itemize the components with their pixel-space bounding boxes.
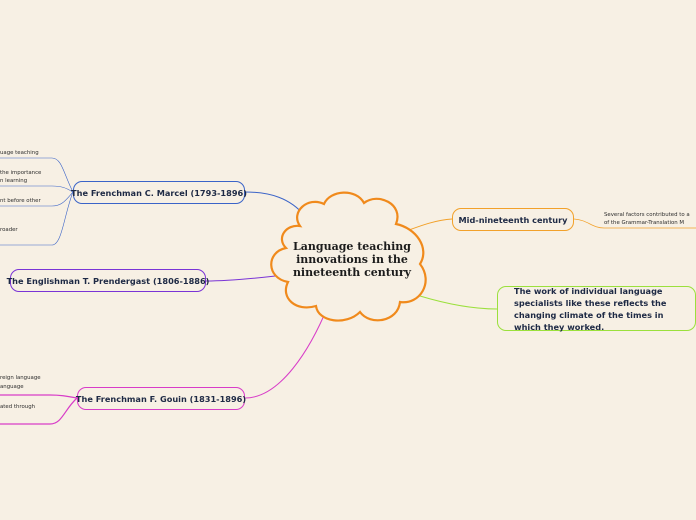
topic-work-of-specialists[interactable]: The work of individual language speciali… (497, 286, 696, 332)
marcel-sub-2 (0, 185, 74, 193)
topic-marcel[interactable]: The Frenchman C. Marcel (1793-1896) (71, 181, 247, 204)
connector-gouin (244, 305, 329, 399)
gouin-leaf-2[interactable]: anguage (0, 384, 24, 390)
topic-prendergast[interactable]: The Englishman T. Prendergast (1806-1886… (7, 269, 209, 292)
center-cloud (270, 191, 427, 322)
mid-leaf-1[interactable]: Several factors contributed to a (604, 212, 690, 218)
marcel-sub-1 (0, 157, 74, 193)
mid-sub-1 (573, 218, 696, 229)
gouin-leaf-3[interactable]: ated through (0, 404, 36, 410)
marcel-sub-3 (0, 191, 74, 207)
marcel-leaf-3[interactable]: n learning (0, 178, 28, 184)
gouin-sub-1 (0, 394, 78, 399)
marcel-leaf-5[interactable]: roader (0, 227, 18, 233)
connector-marcel (244, 191, 306, 217)
mid-leaf-2[interactable]: of the Grammar-Translation M (604, 220, 685, 226)
marcel-leaf-2[interactable]: the importance (0, 170, 42, 176)
marcel-sub-4 (0, 191, 74, 246)
gouin-leaf-1[interactable]: reign language (0, 375, 41, 381)
marcel-leaf-4[interactable]: nt before other (0, 198, 41, 204)
marcel-leaf-1[interactable]: uage teaching (0, 150, 39, 156)
gouin-sub-2 (0, 397, 78, 425)
connector-work (419, 295, 498, 310)
central-topic[interactable]: Language teaching innovations in the nin… (292, 240, 412, 279)
topic-mid-nineteenth-century[interactable]: Mid-nineteenth century (452, 208, 574, 231)
topic-gouin[interactable]: The Frenchman F. Gouin (1831-1896) (76, 387, 246, 410)
